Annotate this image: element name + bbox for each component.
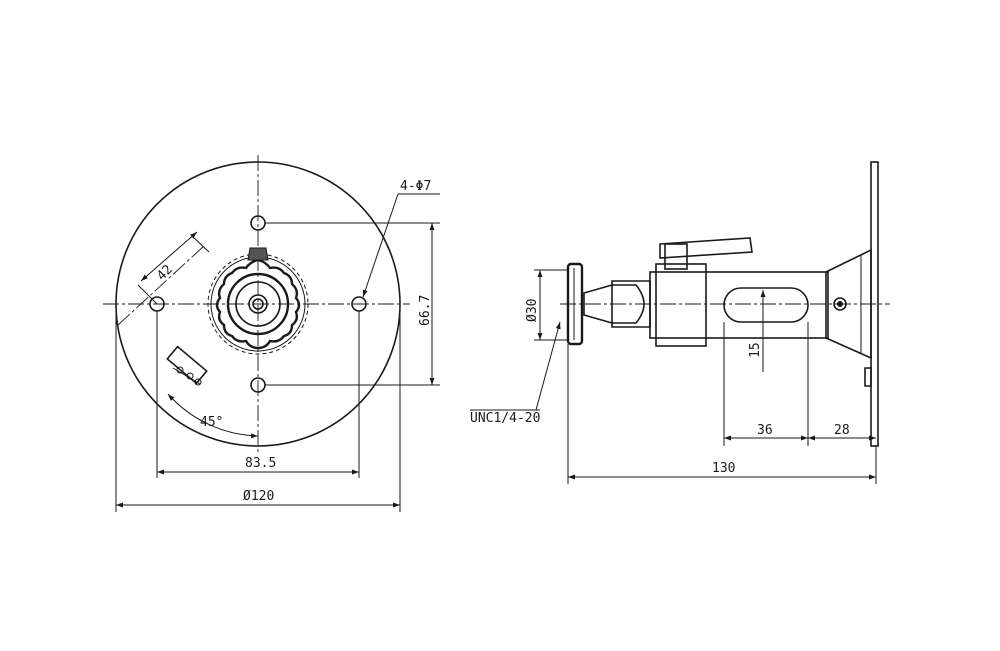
knob-inner-ring-2: [235, 281, 281, 327]
thread-label: UNC1/4-20: [470, 411, 540, 426]
knob-inner-ring: [226, 272, 290, 336]
knob-center-bolt: [248, 294, 268, 314]
conical-base: [825, 248, 872, 360]
angle-45-arc: [167, 393, 259, 439]
dim-42-line: [140, 231, 198, 282]
lock-lever: [166, 345, 208, 386]
lock-lever-handle: [659, 237, 753, 259]
knob-center-bore: [252, 298, 264, 310]
lock-lever-hub: [664, 243, 688, 270]
hole-callout-label: 4-Φ7: [400, 179, 431, 194]
dim-28-label: 28: [834, 423, 850, 438]
dim-36-label: 36: [757, 423, 773, 438]
wall-plate-clip: [864, 367, 872, 387]
front-diagonal-centerline: [117, 244, 206, 326]
dim-835-label: 83.5: [245, 456, 276, 471]
clamp-knob: [215, 258, 301, 350]
hidden-boss-circle: [207, 253, 309, 355]
dim-42-label: 42: [154, 262, 176, 284]
arm-body: [649, 271, 829, 339]
dim-130-label: 130: [712, 461, 735, 476]
dim-30-label: Ø30: [525, 299, 540, 322]
adjust-slot: [723, 287, 809, 323]
thread-leader: [535, 321, 561, 411]
front-view: 42 45° 4-Φ7 66.7 83.5 Ø120: [103, 155, 440, 512]
dim-667-label: 66.7: [418, 295, 433, 326]
clamp-collar: [655, 263, 707, 347]
dim-15-label: 15: [748, 342, 763, 358]
side-view: Ø30 UNC1/4-20 15 36 28 130: [470, 161, 890, 484]
hole-leader: [362, 193, 399, 298]
angle-45-label: 45°: [200, 415, 223, 430]
dim-120-label: Ø120: [243, 489, 274, 504]
knob-tab-top: [247, 247, 269, 261]
